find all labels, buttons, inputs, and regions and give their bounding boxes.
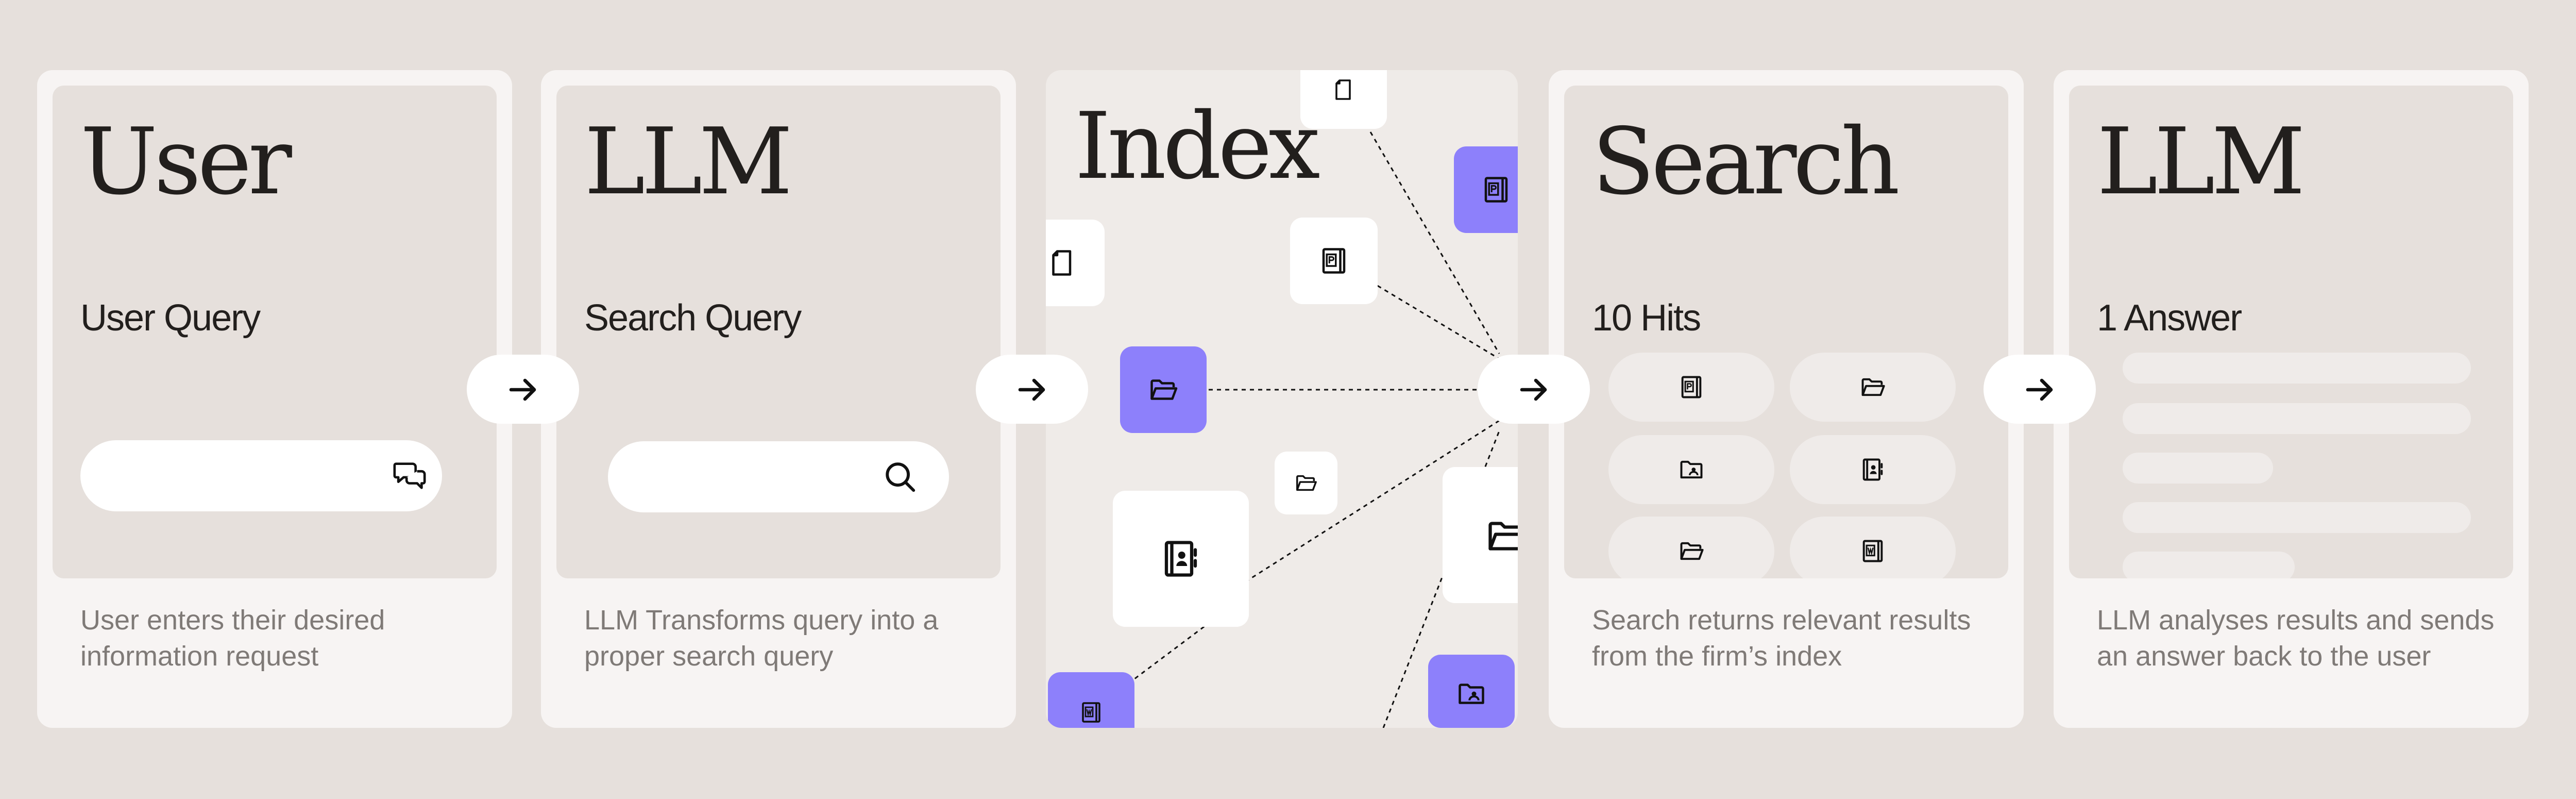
pdf-document-icon	[1678, 374, 1705, 401]
index-folder-tile	[1275, 452, 1337, 514]
open-folder-icon	[1148, 374, 1179, 405]
arrow-right-icon	[2022, 371, 2059, 408]
step-panel: LLM Search Query	[556, 86, 1001, 578]
index-contact-tile	[1113, 491, 1249, 627]
index-document-tile	[1300, 70, 1387, 129]
step-subtitle: 10 Hits	[1592, 297, 1701, 339]
step-description: LLM Transforms query into a proper searc…	[584, 605, 939, 672]
index-document-tile	[1046, 220, 1105, 306]
word-document-icon	[1079, 700, 1104, 725]
answer-line	[2123, 403, 2471, 434]
index-word-tile	[1048, 672, 1134, 728]
index-pdf-tile	[1454, 146, 1518, 233]
index-folder-tile	[1443, 467, 1518, 603]
document-icon	[1047, 247, 1078, 278]
answer-line	[2123, 353, 2471, 384]
open-folder-icon	[1294, 471, 1318, 495]
step-title: Index	[1075, 93, 1320, 199]
index-pdf-tile	[1290, 218, 1378, 304]
search-hit[interactable]	[1790, 353, 1956, 422]
step-card-user: User User Query User enters their desire…	[37, 70, 512, 728]
step-title: LLM	[584, 108, 793, 215]
open-folder-icon	[1678, 538, 1705, 564]
step-card-search: Search 10 Hits Search returns relevant r…	[1549, 70, 2024, 728]
answer-line	[2123, 502, 2471, 533]
user-folder-icon	[1456, 678, 1487, 709]
step-description: LLM analyses results and sends an answer…	[2097, 605, 2495, 672]
step-description: Search returns relevant results from the…	[1592, 605, 1971, 672]
search-hit[interactable]	[1608, 435, 1774, 504]
step-title: LLM	[2097, 108, 2306, 215]
step-arrow-connector	[1478, 355, 1590, 424]
arrow-right-icon	[1014, 371, 1051, 408]
document-icon	[1331, 77, 1356, 102]
search-hit[interactable]	[1790, 517, 1956, 578]
step-card-llm-answer: LLM 1 Answer LLM analyses results and se…	[2054, 70, 2529, 728]
open-folder-icon	[1485, 514, 1518, 558]
search-hit[interactable]	[1608, 517, 1774, 578]
user-folder-icon	[1678, 456, 1705, 483]
search-hit[interactable]	[1608, 353, 1774, 422]
index-user-folder-tile	[1428, 655, 1515, 728]
arrow-right-icon	[505, 371, 542, 408]
answer-line	[2123, 552, 2295, 578]
step-panel: LLM 1 Answer	[2069, 86, 2513, 578]
answer-line	[2123, 453, 2273, 484]
step-subtitle: 1 Answer	[2097, 297, 2242, 339]
user-query-input[interactable]	[80, 440, 442, 511]
word-document-icon	[1859, 538, 1886, 564]
step-arrow-connector	[976, 355, 1088, 424]
search-query-input[interactable]	[608, 441, 949, 512]
arrow-right-icon	[1516, 371, 1553, 408]
contact-book-icon	[1159, 537, 1202, 580]
step-subtitle: Search Query	[584, 297, 802, 339]
chat-bubbles-icon	[392, 458, 428, 494]
index-folder-tile	[1120, 346, 1207, 433]
step-panel: User User Query	[53, 86, 497, 578]
search-icon	[882, 459, 918, 495]
step-subtitle: User Query	[80, 297, 261, 339]
step-title: Search	[1592, 108, 1900, 215]
step-card-index: Index	[1046, 70, 1518, 728]
search-hit[interactable]	[1790, 435, 1956, 504]
open-folder-icon	[1859, 374, 1886, 401]
step-description: User enters their desired information re…	[80, 605, 385, 672]
pdf-document-icon	[1318, 245, 1349, 276]
step-panel: Search 10 Hits	[1564, 86, 2008, 578]
step-card-llm-query: LLM Search Query LLM Transforms query in…	[541, 70, 1016, 728]
step-title: User	[80, 108, 292, 215]
step-arrow-connector	[467, 355, 579, 424]
step-arrow-connector	[1984, 355, 2096, 424]
pdf-document-icon	[1481, 174, 1512, 205]
contact-book-icon	[1859, 456, 1886, 483]
